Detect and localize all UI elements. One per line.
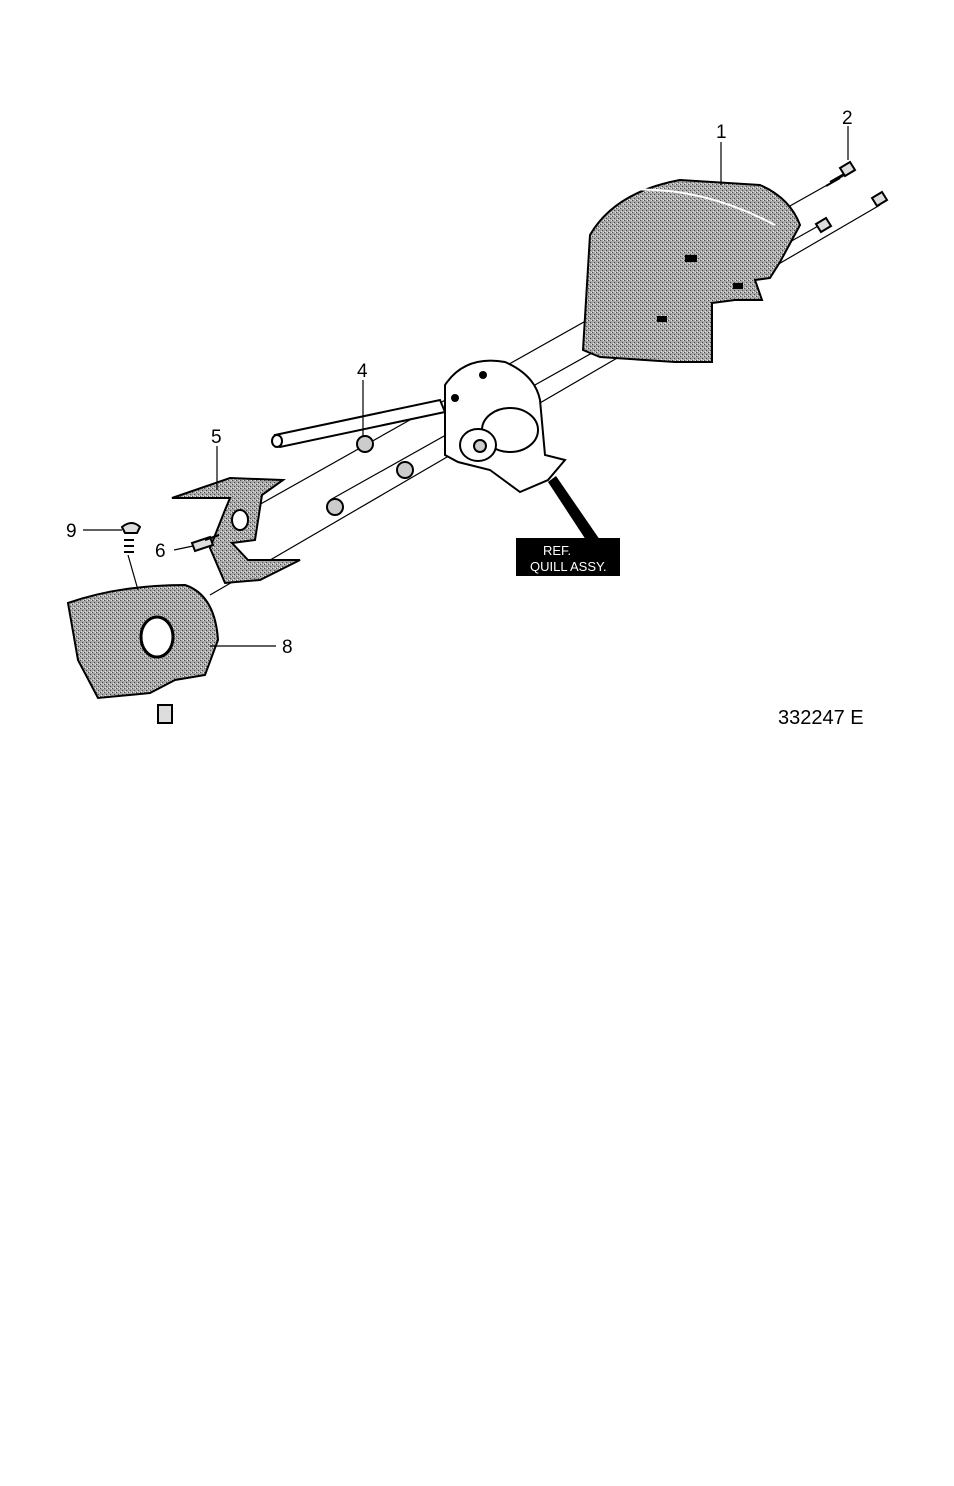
- bracket-part: [172, 478, 300, 583]
- lower-housing-part: [68, 585, 218, 723]
- callout-5: 5: [211, 427, 222, 448]
- figure-number: 332247 E: [778, 707, 864, 729]
- callout-2: 2: [842, 108, 853, 129]
- callout-1: 1: [716, 122, 727, 143]
- callout-8: 8: [282, 637, 293, 658]
- callout-4: 4: [357, 361, 368, 382]
- quill-bracket: [445, 361, 565, 492]
- reference-line-2: QUILL ASSY.: [530, 559, 607, 574]
- quill-reference-callout: REF. QUILL ASSY.: [516, 476, 620, 576]
- reference-line-1: REF.: [543, 543, 571, 558]
- callout-9: 9: [66, 521, 77, 542]
- nut-part: [327, 436, 413, 515]
- upper-shield-part: [583, 180, 800, 362]
- callout-6: 6: [155, 541, 166, 562]
- top-screw-part: [122, 523, 140, 590]
